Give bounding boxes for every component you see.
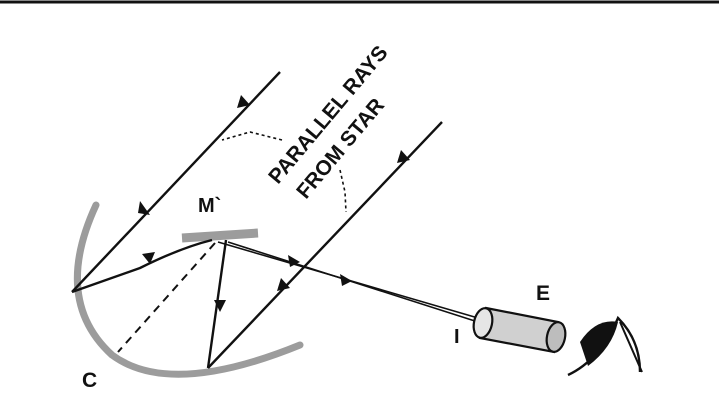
label-primary-mirror: C — [82, 369, 97, 392]
incoming-ray-2 — [207, 121, 443, 369]
incoming-ray-1-arrow — [138, 201, 150, 215]
eyepiece — [472, 306, 567, 354]
incoming-ray-1-top-arrow — [237, 95, 250, 108]
label-secondary-mirror: M` — [198, 195, 221, 217]
converging-ray-arrow-2 — [340, 274, 352, 286]
secondary-plane-mirror — [181, 228, 259, 243]
reflected-ray-1-arrow — [142, 252, 155, 264]
label-image-point: I — [454, 326, 460, 348]
label-leader-1 — [221, 131, 283, 141]
incoming-ray-1 — [71, 71, 281, 293]
label-eyepiece: E — [536, 282, 550, 305]
principal-axis-dashed — [117, 242, 216, 353]
reflected-ray-1 — [71, 238, 213, 294]
eye-icon — [567, 315, 643, 377]
converging-ray-lower — [227, 241, 479, 323]
primary-concave-mirror — [73, 201, 304, 378]
label-leader-2 — [339, 169, 347, 213]
incoming-ray-2-arrow — [277, 278, 290, 291]
reflected-ray-2-arrow — [214, 300, 226, 312]
incoming-ray-2-top-arrow — [397, 150, 410, 163]
converging-ray-arrow-1 — [288, 255, 300, 267]
